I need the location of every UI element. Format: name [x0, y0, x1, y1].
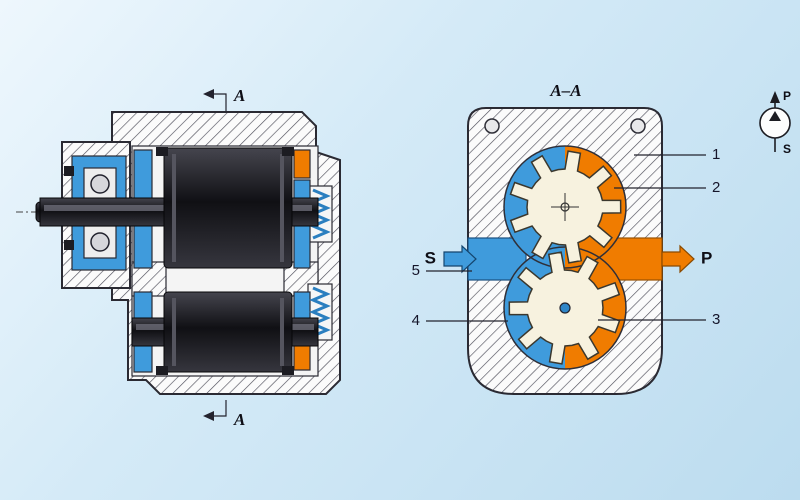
section-label-bottom: A — [233, 410, 245, 429]
idler-gear-section — [163, 291, 293, 373]
section-arrow-top-icon — [203, 89, 214, 99]
shaft-seal-upper — [64, 166, 74, 176]
bore-outline-bottom — [503, 246, 627, 370]
callout-4: 4 — [412, 312, 420, 329]
section-label-top: A — [233, 86, 245, 105]
aa-section-view: A–A S P 1 2 3 — [412, 81, 720, 395]
symbol-pressure-label: P — [783, 89, 791, 103]
pressure-seal-top — [293, 149, 311, 179]
callout-5: 5 — [412, 262, 420, 279]
symbol-pump-circle — [759, 107, 791, 139]
bore-outline-top — [503, 145, 627, 269]
suction-label: S — [425, 248, 436, 267]
bearing-ball-upper — [90, 174, 110, 194]
cavity-seal-1 — [156, 147, 168, 156]
section-view-title: A–A — [549, 81, 581, 100]
drive-gear-groove-2 — [280, 154, 284, 262]
pressure-flow-arrow-icon — [661, 244, 695, 274]
idler-gear-groove-2 — [280, 298, 284, 366]
callout-2: 2 — [712, 179, 720, 196]
symbol-arrow-icon — [770, 91, 780, 103]
longitudinal-section-view: A — [16, 86, 341, 429]
pressure-label: P — [701, 248, 712, 267]
bottom-gear-center-mark — [559, 302, 571, 314]
bolt-hole-left — [484, 118, 500, 134]
callout-3: 3 — [712, 311, 720, 328]
compensation-spring-bottom — [309, 286, 331, 338]
idler-gear-groove — [172, 298, 176, 366]
cavity-seal-3 — [156, 366, 168, 375]
suction-flow-arrow-icon — [443, 244, 477, 274]
shaft-seal-lower — [64, 240, 74, 250]
section-arrow-bottom-icon — [203, 411, 214, 421]
section-line-top — [212, 93, 227, 112]
pump-schematic-symbol: P S — [759, 89, 791, 156]
callout-1: 1 — [712, 146, 720, 163]
bearing-ball-lower — [90, 232, 110, 252]
drive-gear-section — [163, 147, 293, 269]
top-gear-center-mark — [560, 202, 570, 212]
section-mark-bottom: A — [203, 400, 245, 429]
symbol-pump-triangle-icon — [769, 111, 781, 121]
symbol-suction-label: S — [783, 142, 791, 156]
drive-gear-groove — [172, 154, 176, 262]
bolt-hole-right — [630, 118, 646, 134]
section-line-bottom — [212, 400, 227, 417]
cavity-seal-2 — [282, 147, 294, 156]
section-mark-top: A — [203, 86, 245, 112]
cavity-seal-4 — [282, 366, 294, 375]
